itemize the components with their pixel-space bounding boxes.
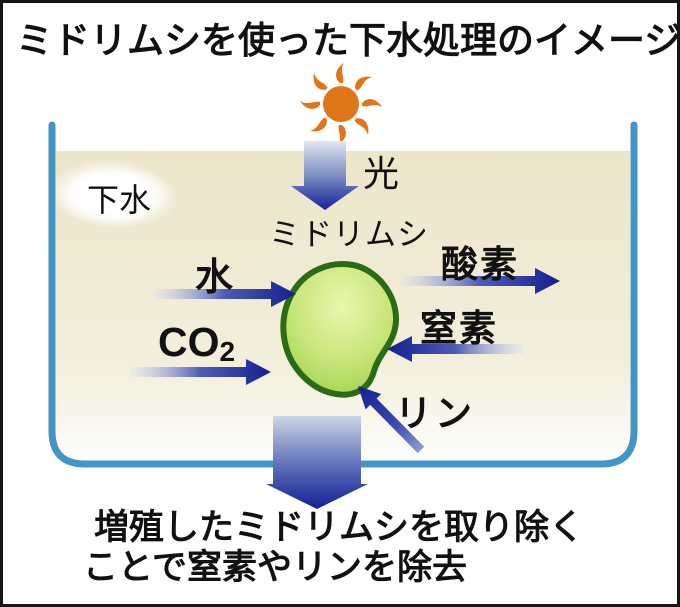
water-label: 水 bbox=[195, 257, 234, 299]
caption: 増殖したミドリムシを取り除く ことで窒素やリンを除去 bbox=[83, 508, 584, 588]
euglena-cell bbox=[280, 261, 400, 398]
light-arrow bbox=[291, 141, 359, 210]
harvest-arrow bbox=[266, 416, 368, 509]
phosphorus-arrow bbox=[358, 386, 425, 454]
co2-label-base: CO bbox=[158, 319, 220, 365]
co2-arrow bbox=[130, 359, 271, 385]
sewage-label: 下水 bbox=[61, 169, 177, 227]
phosphorus-label: リン bbox=[395, 393, 475, 434]
oxygen-arrow bbox=[400, 268, 560, 294]
water-arrow bbox=[153, 281, 296, 307]
nitrogen-label: 窒素 bbox=[420, 308, 498, 349]
euglena-label: ミドリムシ bbox=[269, 217, 429, 252]
sun-icon bbox=[300, 63, 382, 145]
diagram-title: ミドリムシを使った下水処理のイメージ bbox=[16, 20, 680, 61]
light-label: 光 bbox=[363, 153, 400, 194]
co2-label-subscript: 2 bbox=[219, 336, 236, 367]
diagram-canvas bbox=[47, 63, 638, 509]
co2-label: CO2 bbox=[158, 319, 235, 368]
oxygen-label: 酸素 bbox=[441, 244, 519, 285]
caption-line1: 増殖したミドリムシを取り除く bbox=[94, 508, 585, 547]
nitrogen-arrow bbox=[387, 336, 524, 362]
caption-line2: ことで窒素やリンを除去 bbox=[83, 548, 467, 587]
